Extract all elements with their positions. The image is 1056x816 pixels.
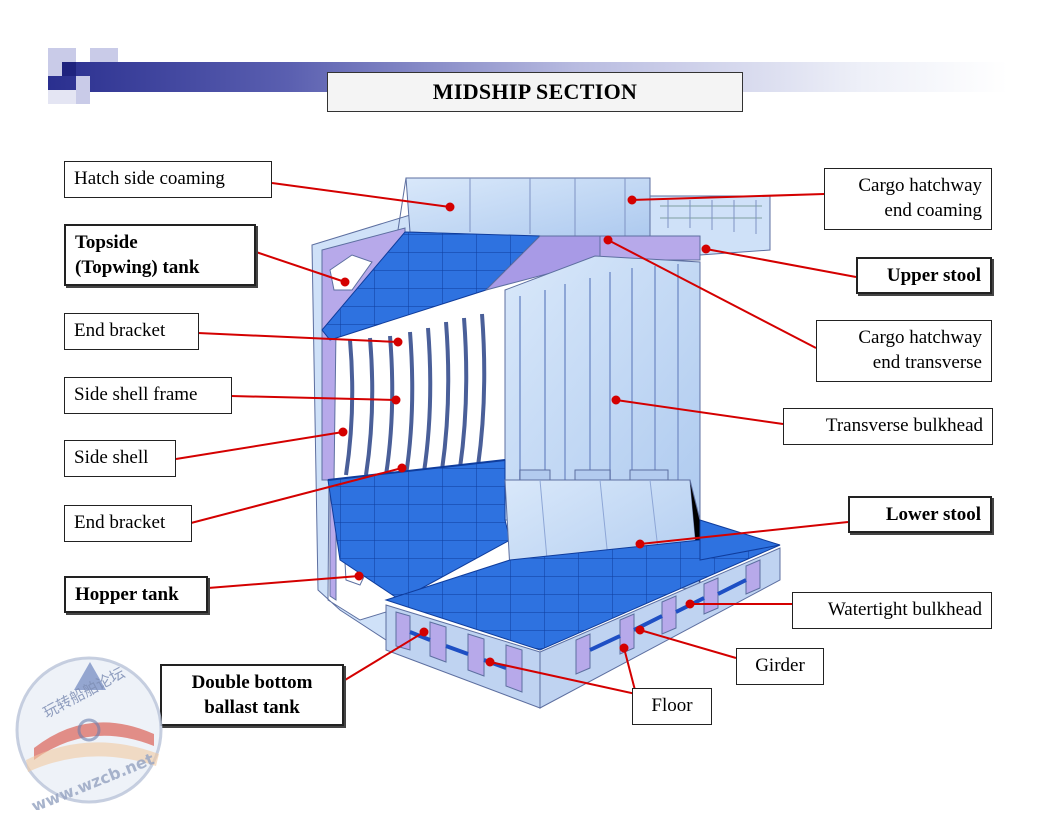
header-square-decor (90, 48, 118, 62)
label-girder: Girder (736, 648, 824, 685)
header-square-decor (48, 90, 76, 104)
watermark-logo: 玩转船舶论坛 www.wzcb.net (15, 656, 163, 810)
label-hatch-side-coaming: Hatch side coaming (64, 161, 272, 198)
label-upper-stool: Upper stool (856, 257, 992, 294)
label-hopper-tank: Hopper tank (64, 576, 208, 613)
label-floor: Floor (632, 688, 712, 725)
header-square-decor (76, 76, 90, 104)
label-end-bracket-upper: End bracket (64, 313, 199, 350)
header-square-decor (76, 48, 90, 62)
label-lower-stool: Lower stool (848, 496, 992, 533)
label-side-shell: Side shell (64, 440, 176, 477)
label-topside-tank: Topside(Topwing) tank (64, 224, 256, 286)
label-watertight-bulkhead: Watertight bulkhead (792, 592, 992, 629)
label-transverse-bulkhead: Transverse bulkhead (783, 408, 993, 445)
label-side-shell-frame: Side shell frame (64, 377, 232, 414)
page-title: MIDSHIP SECTION (327, 72, 743, 112)
label-end-bracket-lower: End bracket (64, 505, 192, 542)
header-square-decor (62, 62, 76, 76)
